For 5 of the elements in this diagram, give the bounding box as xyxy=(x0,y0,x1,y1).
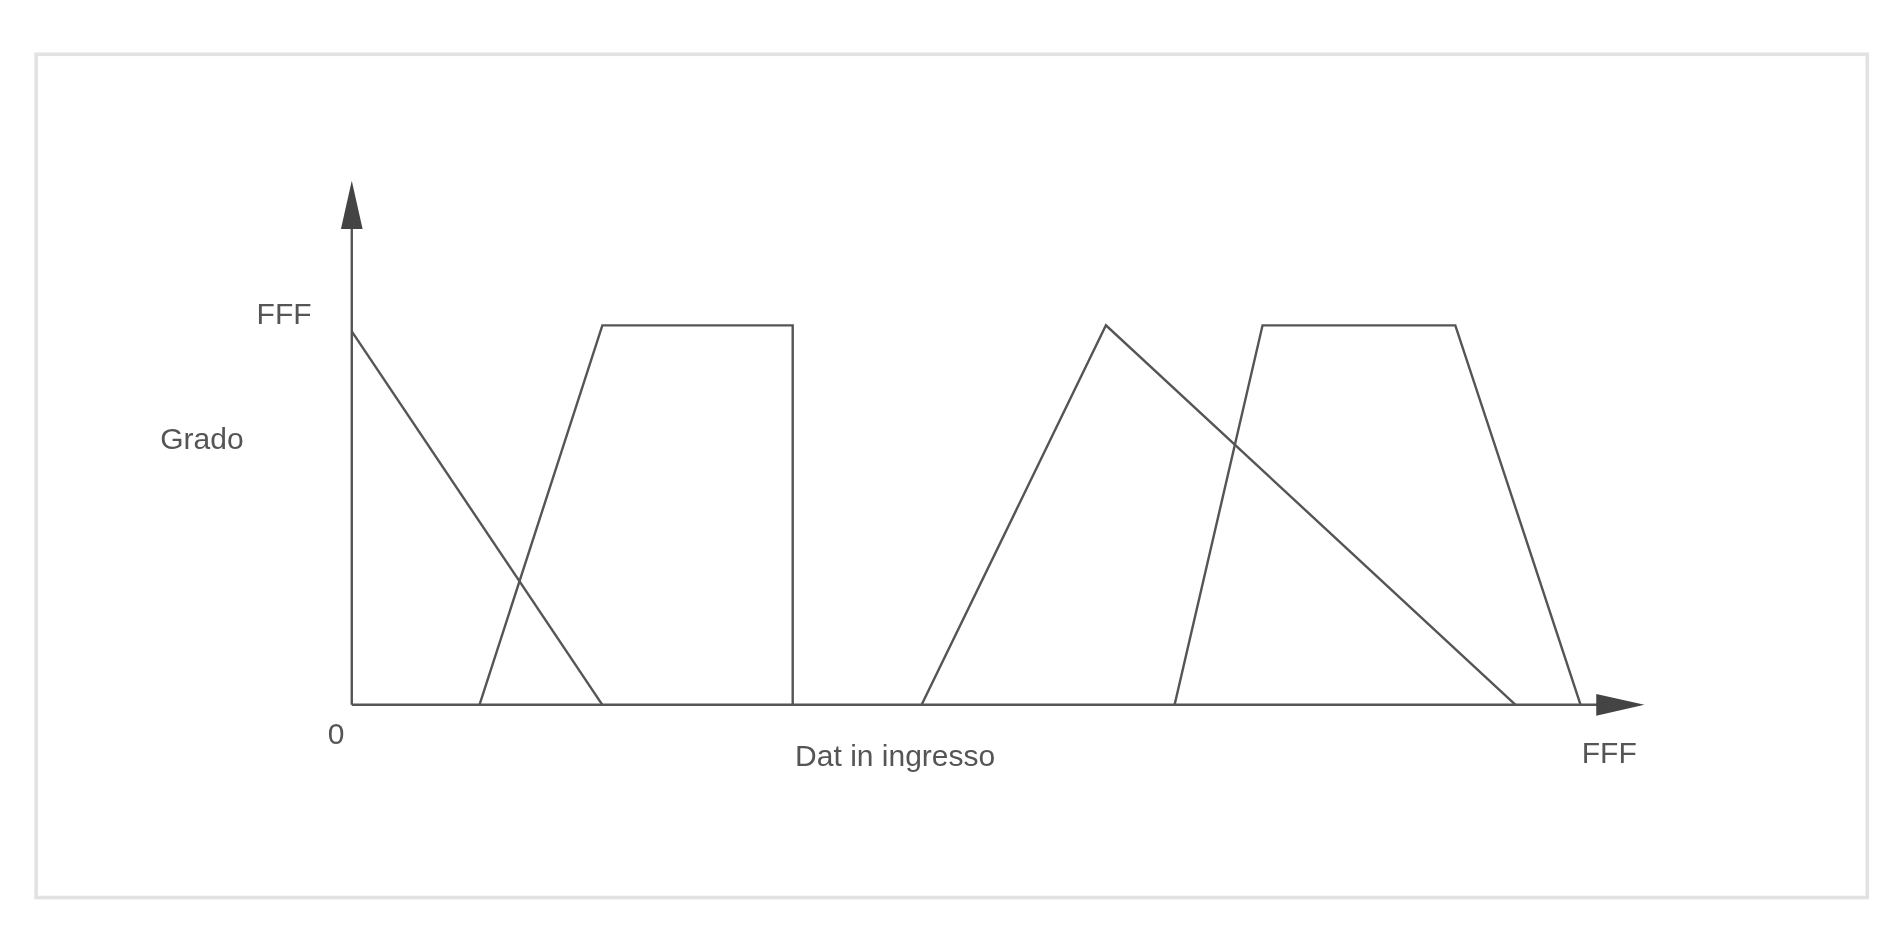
axis-label: 0 xyxy=(327,719,345,750)
axis-label: FFF xyxy=(1581,738,1637,769)
axis-label: Grado xyxy=(160,424,244,455)
axis-label: Dat in ingresso xyxy=(795,740,996,771)
axis-label: FFF xyxy=(256,298,312,329)
